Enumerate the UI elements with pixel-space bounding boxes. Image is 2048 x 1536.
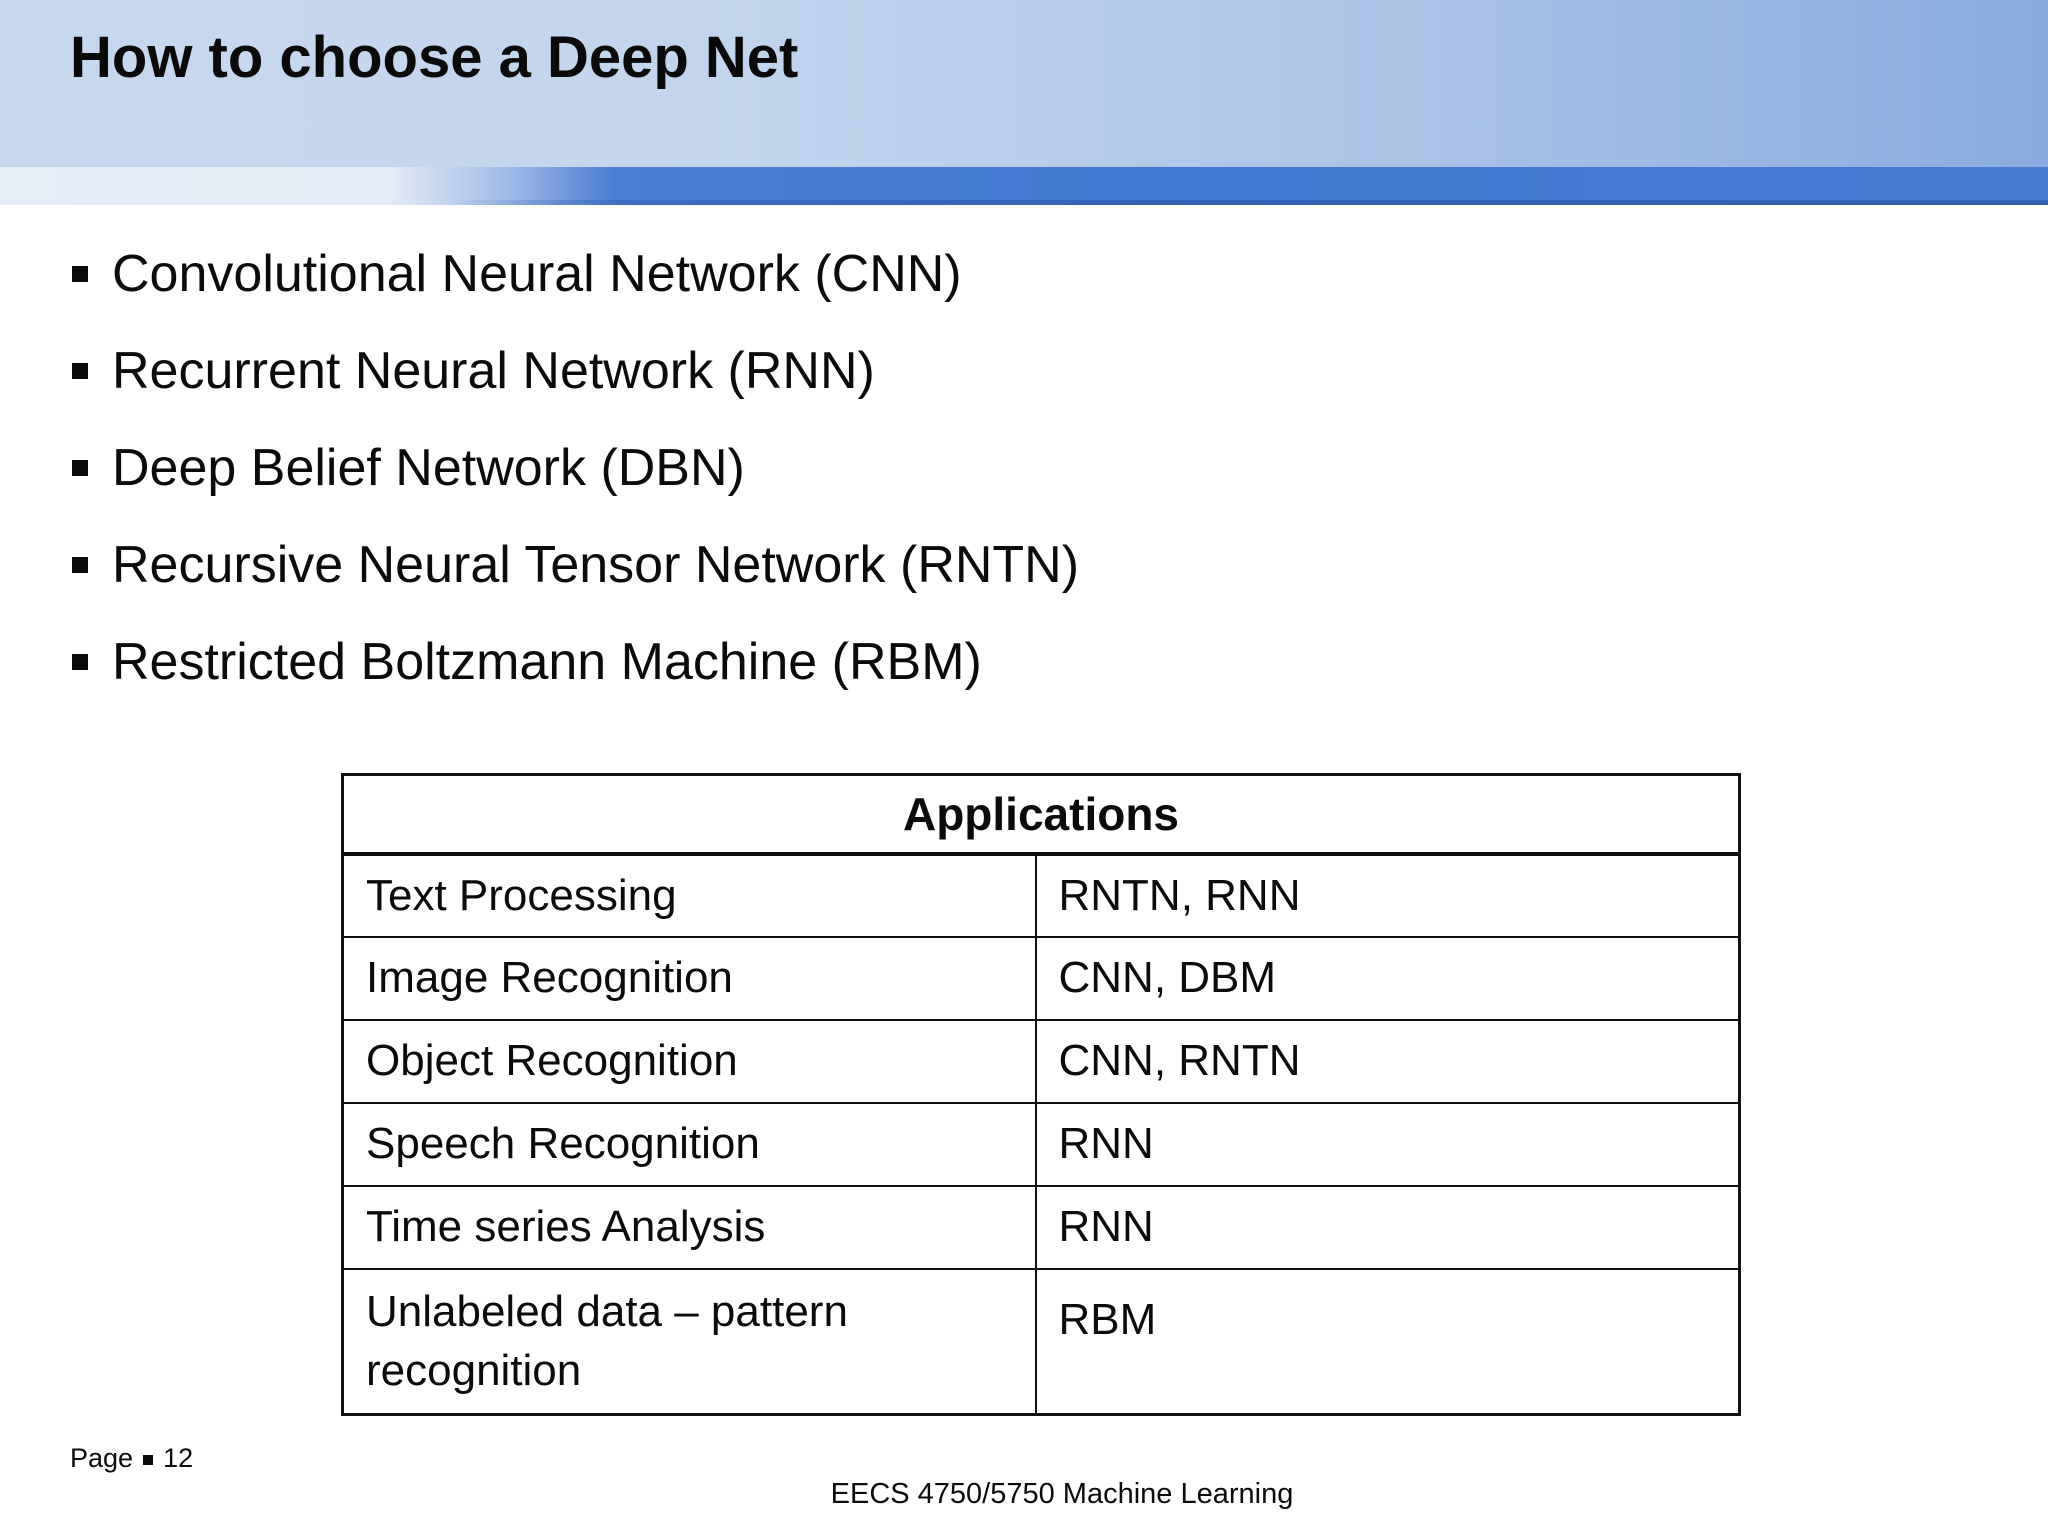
networks-cell: RNN: [1034, 1101, 1741, 1187]
table-header-row: Applications: [341, 773, 1741, 856]
bullet-item-cnn: Convolutional Neural Network (CNN): [72, 243, 1079, 305]
bullet-text: Convolutional Neural Network (CNN): [112, 245, 962, 303]
slide-title: How to choose a Deep Net: [70, 25, 799, 90]
bullet-list: Convolutional Neural Network (CNN) Recur…: [72, 243, 1079, 728]
table-row: Text Processing RNTN, RNN: [341, 852, 1741, 938]
bullet-text: Restricted Boltzmann Machine (RBM): [112, 633, 982, 691]
networks-cell: CNN, RNTN: [1034, 1018, 1741, 1104]
bullet-square-icon: [72, 460, 88, 476]
table-row: Time series Analysis RNN: [341, 1184, 1741, 1270]
bullet-item-dbn: Deep Belief Network (DBN): [72, 437, 1079, 499]
page-number: 12: [163, 1443, 194, 1473]
page-separator-icon: [143, 1455, 154, 1465]
bullet-item-rbm: Restricted Boltzmann Machine (RBM): [72, 631, 1079, 693]
application-cell: Unlabeled data – pattern recognition: [341, 1267, 1037, 1416]
table-row: Object Recognition CNN, RNTN: [341, 1018, 1741, 1104]
application-cell: Text Processing: [341, 852, 1037, 938]
bullet-text: Recurrent Neural Network (RNN): [112, 342, 875, 400]
bullet-square-icon: [72, 363, 88, 379]
networks-cell: RBM: [1034, 1267, 1741, 1416]
networks-cell: CNN, DBM: [1034, 935, 1741, 1021]
header-stripe-edge: [0, 200, 2048, 205]
course-name: EECS 4750/5750 Machine Learning: [830, 1478, 1294, 1510]
networks-cell: RNTN, RNN: [1034, 852, 1741, 938]
table-title: Applications: [341, 773, 1741, 856]
applications-table: Applications Text Processing RNTN, RNN I…: [341, 773, 1741, 1416]
application-cell: Object Recognition: [341, 1018, 1037, 1104]
networks-cell: RNN: [1034, 1184, 1741, 1270]
application-cell: Time series Analysis: [341, 1184, 1037, 1270]
table-row: Speech Recognition RNN: [341, 1101, 1741, 1187]
bullet-square-icon: [72, 654, 88, 670]
page-indicator: Page 12: [70, 1443, 193, 1474]
bullet-text: Recursive Neural Tensor Network (RNTN): [112, 536, 1080, 594]
application-cell: Image Recognition: [341, 935, 1037, 1021]
page-label: Page: [70, 1443, 134, 1473]
application-cell: Speech Recognition: [341, 1101, 1037, 1187]
table-row: Image Recognition CNN, DBM: [341, 935, 1741, 1021]
header-stripe: [0, 167, 2048, 205]
table-row: Unlabeled data – pattern recognition RBM: [341, 1267, 1741, 1416]
bullet-text: Deep Belief Network (DBN): [112, 439, 745, 497]
bullet-item-rntn: Recursive Neural Tensor Network (RNTN): [72, 534, 1079, 596]
slide-header: How to choose a Deep Net: [0, 0, 2048, 167]
bullet-square-icon: [72, 266, 88, 282]
bullet-square-icon: [72, 557, 88, 573]
bullet-item-rnn: Recurrent Neural Network (RNN): [72, 340, 1079, 402]
